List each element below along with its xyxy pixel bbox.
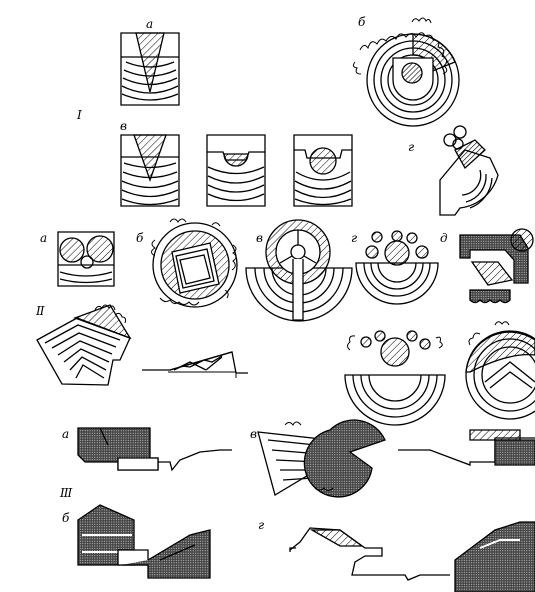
label-2b: б (136, 231, 144, 245)
sample-2b (152, 219, 238, 307)
label-2g: г (351, 231, 358, 245)
label-2v: в (256, 231, 263, 245)
sample-2-lower-right (466, 322, 535, 419)
sample-3v-right (398, 430, 535, 465)
label-1g: г (408, 140, 415, 154)
sample-3g (290, 522, 535, 592)
sample-3v (258, 420, 385, 497)
sample-2-lower-mid (345, 331, 445, 425)
label-2d: д (440, 231, 448, 245)
sample-2a (58, 232, 114, 286)
sample-2-truss (142, 352, 248, 378)
label-3a: а (62, 427, 70, 441)
sample-1a (121, 33, 179, 105)
label-3v: в (250, 427, 257, 441)
label-3g: г (258, 518, 265, 532)
section-marker-3: III (60, 486, 72, 500)
sample-1v-3 (294, 135, 352, 206)
section-marker-1: I (77, 108, 82, 122)
sample-2v (246, 220, 352, 321)
label-1b: б (358, 15, 366, 29)
label-1v: в (120, 119, 127, 133)
sample-1b (353, 18, 459, 126)
sample-1v (121, 135, 179, 206)
sample-2g (356, 231, 438, 304)
sample-1v-2 (207, 135, 265, 206)
sample-1g (440, 126, 498, 215)
sample-3b (78, 505, 210, 578)
label-1a: а (146, 17, 154, 31)
sample-2-sector (37, 305, 130, 385)
label-3b: б (62, 511, 70, 525)
label-2a: а (40, 231, 48, 245)
section-marker-2: II (36, 304, 45, 318)
sample-3a (78, 428, 232, 470)
sample-2d (460, 229, 533, 303)
